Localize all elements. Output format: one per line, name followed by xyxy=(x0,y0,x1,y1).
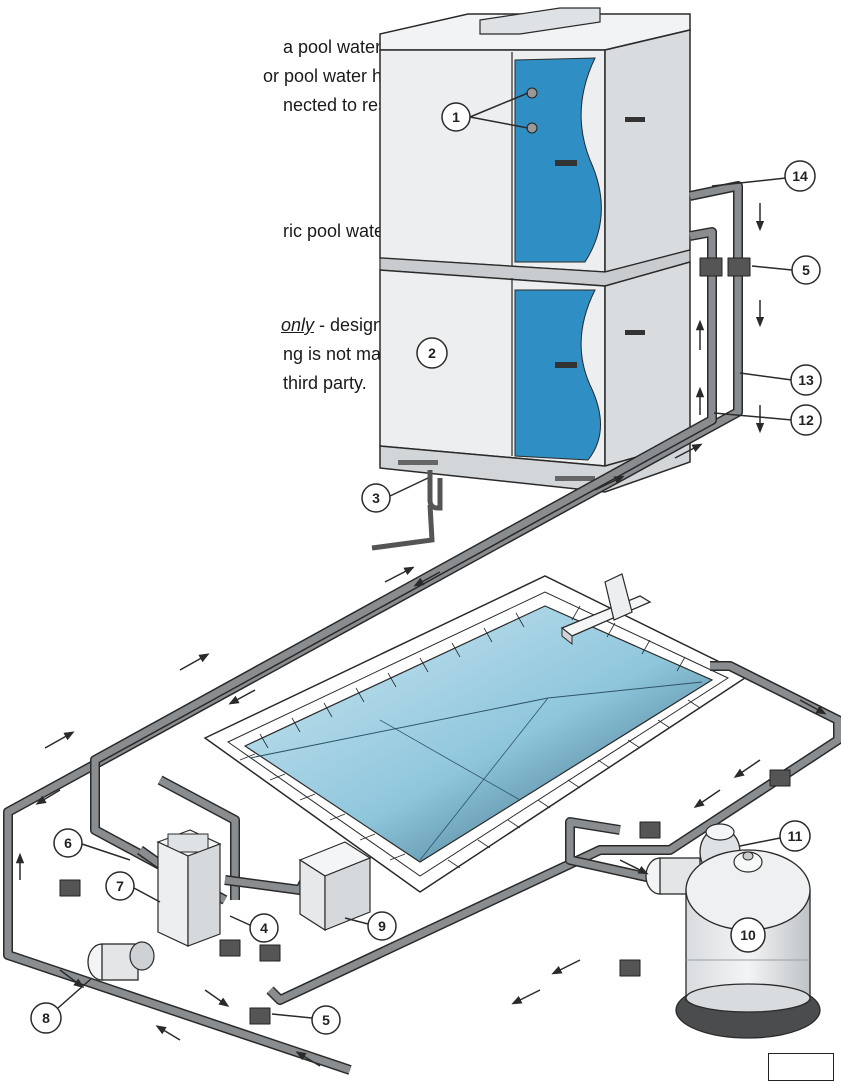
callout-5-bottom-label: 5 xyxy=(322,1012,330,1028)
callout-5-top-label: 5 xyxy=(802,262,810,278)
callout-13-label: 13 xyxy=(798,372,814,388)
callout-7 xyxy=(105,871,135,901)
diving-board xyxy=(560,573,652,646)
callout-5-bottom xyxy=(311,1005,341,1035)
callout-9-label: 9 xyxy=(378,918,386,934)
callouts xyxy=(30,92,822,1035)
callout-5-top xyxy=(791,255,821,285)
callout-13 xyxy=(790,364,822,396)
flow-arrows xyxy=(15,203,827,1067)
callout-1 xyxy=(441,102,471,132)
callout-2 xyxy=(416,337,448,369)
sand-filter xyxy=(675,849,821,1039)
description-line: third party. xyxy=(283,373,367,393)
chemical-feeder xyxy=(156,829,222,947)
callout-2-label: 2 xyxy=(428,345,436,361)
condensate-drain xyxy=(371,470,443,551)
emphasis-word: only xyxy=(281,315,315,335)
callout-1-label: 1 xyxy=(452,109,460,125)
callout-4-label: 4 xyxy=(260,920,268,936)
callout-11-label: 11 xyxy=(788,828,803,844)
callout-6 xyxy=(53,828,83,858)
callout-12-label: 12 xyxy=(798,412,814,428)
callout-6-label: 6 xyxy=(64,835,72,851)
booster-pump xyxy=(87,941,155,981)
callout-10-label: 10 xyxy=(740,927,756,943)
callout-9 xyxy=(367,911,397,941)
callout-4 xyxy=(249,913,279,943)
callout-10 xyxy=(730,917,766,953)
heat-pump-unit xyxy=(379,7,691,493)
callout-12 xyxy=(790,404,822,436)
callout-labels: 1 2 3 14 5 13 12 6 7 8 4 9 5 11 10 xyxy=(42,109,814,1028)
callout-8 xyxy=(30,1002,62,1034)
callout-3-label: 3 xyxy=(372,490,380,506)
callout-7-label: 7 xyxy=(116,878,124,894)
skimmer-box xyxy=(298,841,372,932)
swimming-pool xyxy=(203,575,750,893)
callout-14 xyxy=(784,160,816,192)
callout-3 xyxy=(361,483,391,513)
callout-14-label: 14 xyxy=(792,168,808,184)
callout-8-label: 8 xyxy=(42,1010,50,1026)
figure-label-box xyxy=(768,1053,834,1081)
callout-11 xyxy=(779,820,811,852)
